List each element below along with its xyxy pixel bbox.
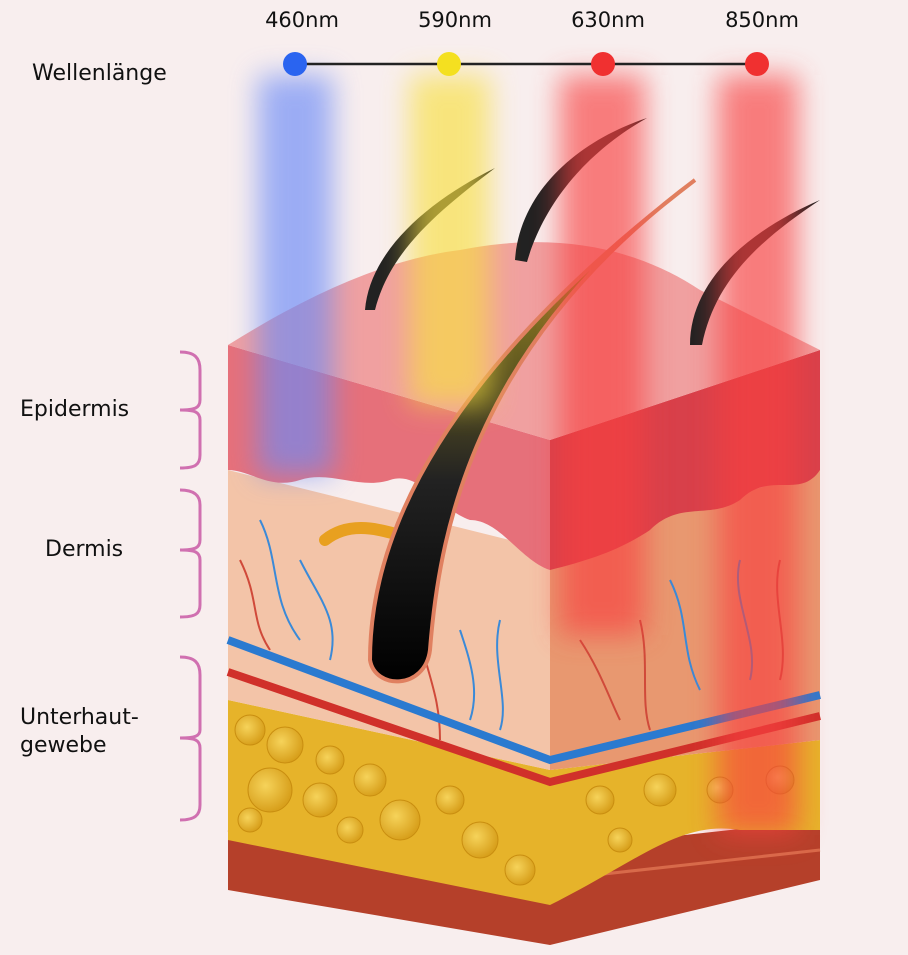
hairs [365, 118, 820, 345]
label-epidermis: Epidermis [20, 397, 130, 422]
wavelength-title: Wellenlänge [32, 61, 167, 86]
beam-850nm [718, 75, 798, 835]
label-850nm: 850nm [725, 8, 799, 32]
beam-590nm [410, 75, 490, 405]
beam-630nm [560, 75, 645, 635]
dot-460nm [283, 52, 307, 76]
label-dermis: Dermis [45, 537, 124, 562]
bracket-subcutis [179, 655, 202, 822]
label-630nm: 630nm [571, 8, 645, 32]
label-590nm: 590nm [418, 8, 492, 32]
fat-layer [228, 700, 820, 905]
dot-850nm [745, 52, 769, 76]
label-460nm: 460nm [265, 8, 339, 32]
bracket-dermis [179, 488, 202, 619]
beam-460nm [258, 75, 333, 475]
dot-630nm [591, 52, 615, 76]
light-beams [258, 75, 798, 835]
label-subcutis: Unterhaut- gewebe [20, 705, 139, 758]
bracket-epidermis [179, 350, 202, 470]
dot-590nm [437, 52, 461, 76]
